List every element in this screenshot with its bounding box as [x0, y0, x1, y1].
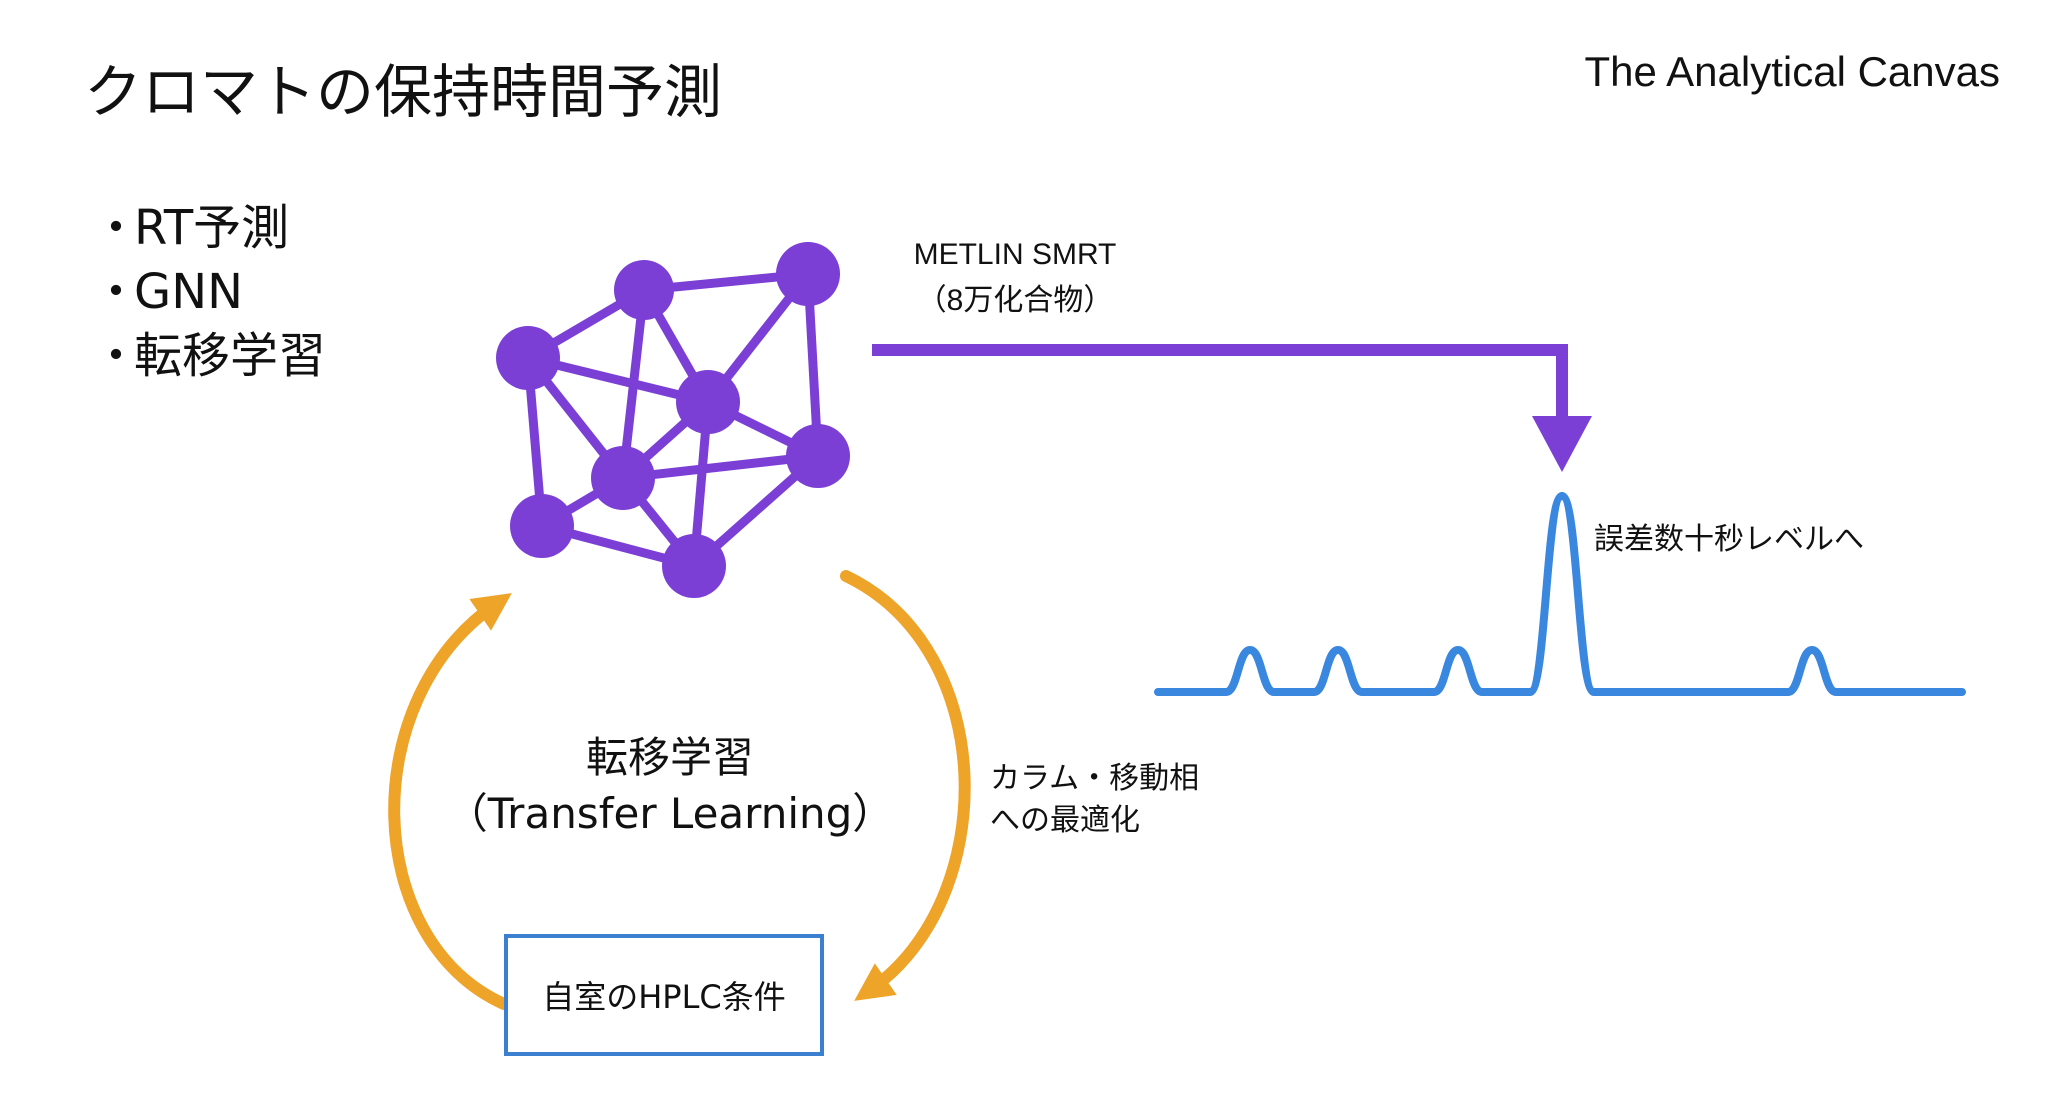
bullet-text: 転移学習	[134, 328, 327, 384]
chromatogram-peaks-icon	[1154, 492, 1966, 696]
dataset-label: METLIN SMRT （8万化合物）	[895, 232, 1135, 324]
transfer-label-ja: 転移学習	[585, 733, 754, 782]
optimization-line-2: への最適化	[990, 803, 1140, 838]
bullet-item: ・転移学習	[92, 324, 326, 388]
dataset-count: （8万化合物）	[916, 284, 1114, 317]
optimization-line-1: カラム・移動相	[990, 761, 1200, 796]
error-level-label: 誤差数十秒レベルへ	[1594, 522, 1864, 557]
bullet-marker: ・	[92, 200, 141, 256]
flow-arrow	[872, 344, 1592, 472]
bullet-marker: ・	[92, 328, 141, 384]
bullet-item: ・GNN	[92, 260, 326, 324]
optimization-label: カラム・移動相 への最適化	[990, 758, 1199, 842]
dataset-name: METLIN SMRT	[913, 238, 1117, 271]
brand-name: The Analytical Canvas	[1584, 48, 2000, 95]
bullet-text: RT予測	[134, 200, 290, 256]
bullet-list: ・RT予測 ・GNN ・転移学習	[92, 196, 326, 388]
transfer-label-en: （Transfer Learning）	[445, 789, 895, 838]
bullet-text: GNN	[134, 264, 244, 320]
network-nodes	[496, 242, 850, 598]
bullet-item: ・RT予測	[92, 196, 326, 260]
cycle-arrow-up	[388, 593, 512, 1010]
cycle-arrow-down	[840, 570, 971, 1001]
transfer-learning-label: 転移学習 （Transfer Learning）	[440, 730, 900, 842]
slide-title: クロマトの保持時間予測	[84, 58, 723, 126]
bullet-marker: ・	[92, 264, 141, 320]
graph-network-icon	[496, 242, 850, 598]
hplc-conditions-box: 自室のHPLC条件	[504, 934, 824, 1056]
